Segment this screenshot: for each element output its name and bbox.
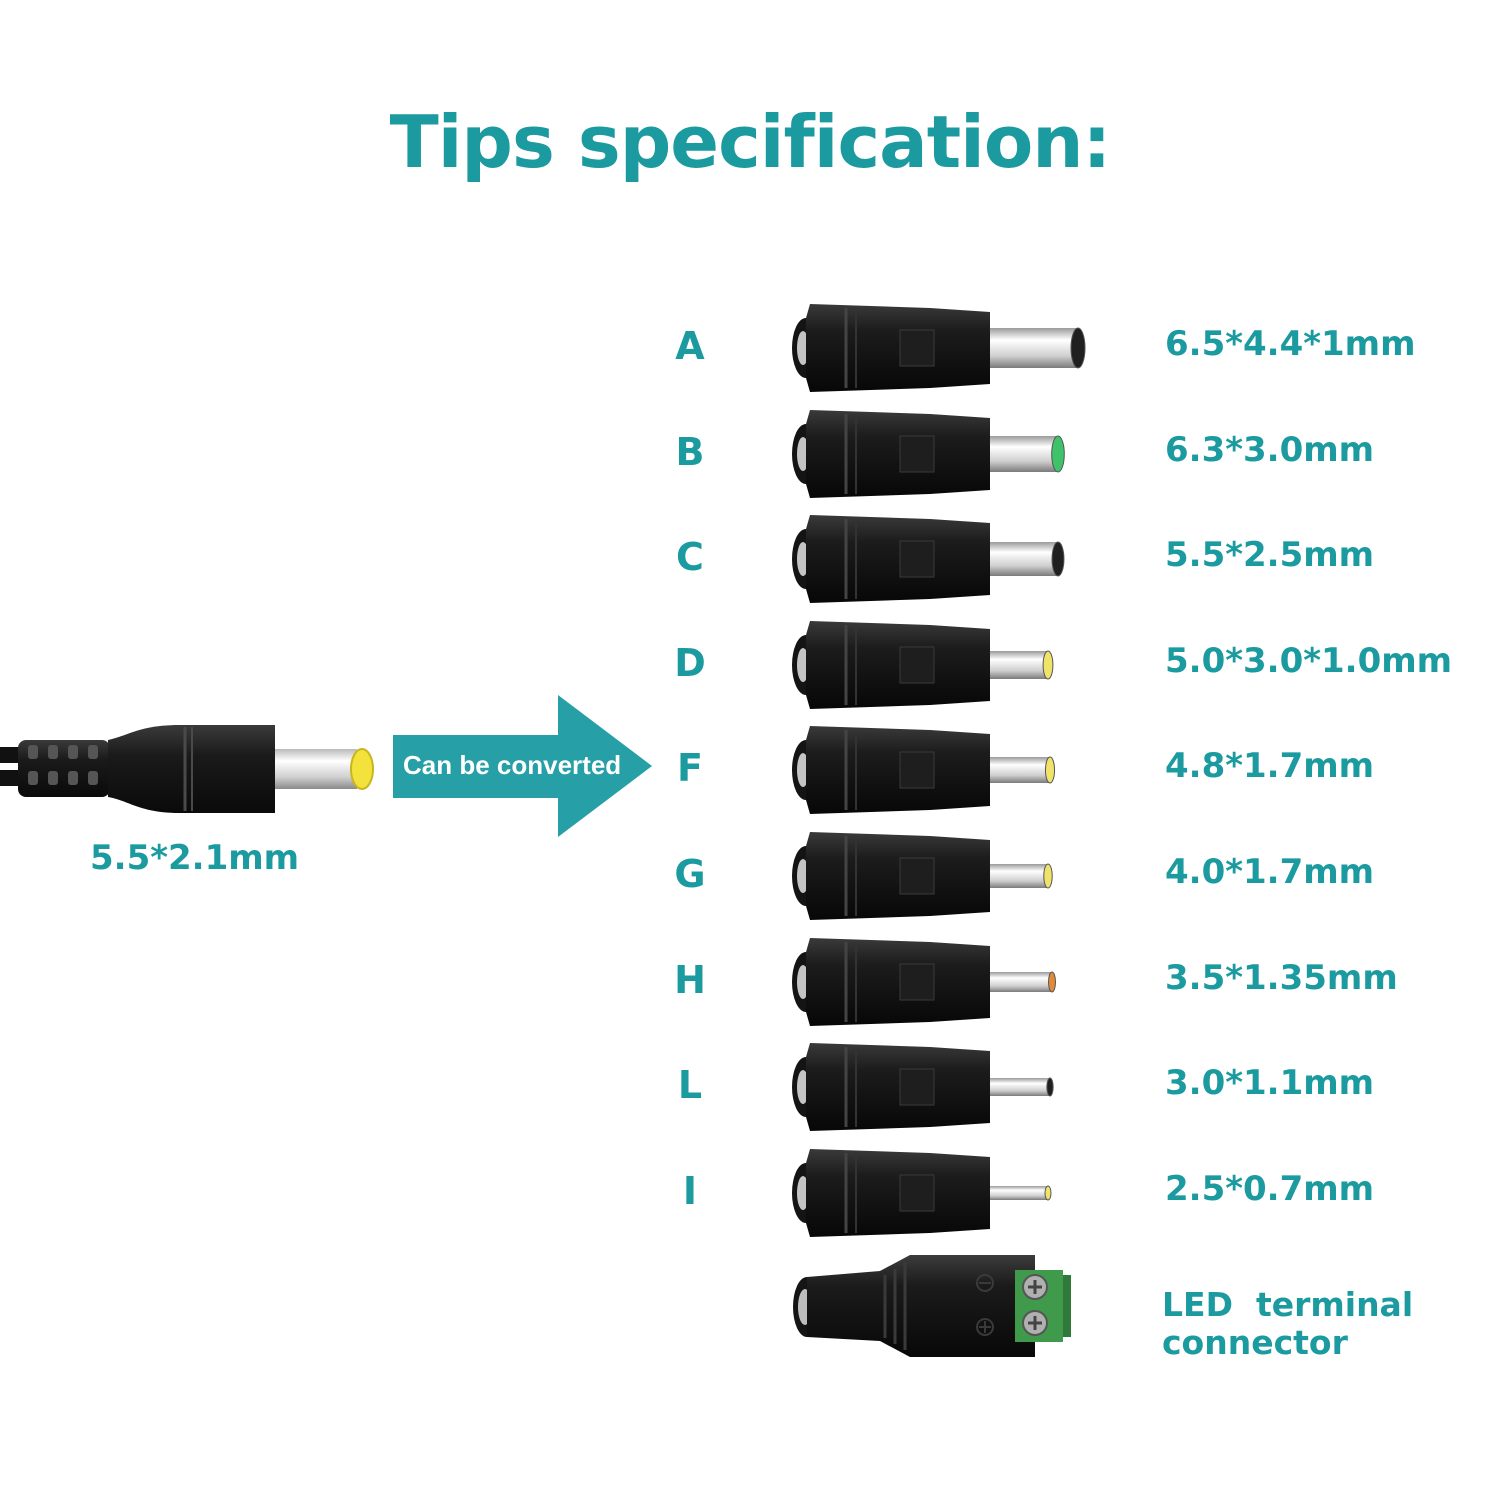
tip-letter-i: I	[682, 1168, 698, 1213]
source-plug-spec: 5.5*2.1mm	[90, 838, 300, 878]
tip-spec-c: 5.5*2.5mm	[1165, 535, 1375, 576]
tip-letter-f: F	[677, 746, 703, 791]
tip-spec-g: 4.0*1.7mm	[1165, 852, 1375, 892]
tip-adapter-a	[792, 304, 1086, 392]
tip-adapter-d	[792, 620, 1054, 709]
tip-adapter-b	[792, 409, 1065, 498]
tip-adapter-g	[792, 832, 1053, 920]
tip-adapter-f	[792, 726, 1056, 815]
tip-spec-f: 4.8*1.7mm	[1165, 746, 1375, 787]
tip-letter-c: C	[676, 535, 704, 580]
tip-adapter-i	[792, 1148, 1052, 1237]
led-terminal-connector-image	[793, 1255, 1071, 1357]
tip-adapter-l	[792, 1043, 1054, 1132]
tip-adapter-h	[792, 937, 1056, 1026]
tip-letter-b: B	[675, 429, 705, 474]
tip-letter-g: G	[674, 852, 706, 896]
tip-letter-a: A	[675, 324, 705, 368]
tip-spec-l: 3.0*1.1mm	[1165, 1063, 1375, 1104]
tip-letter-h: H	[674, 957, 706, 1002]
tip-spec-h: 3.5*1.35mm	[1165, 957, 1398, 998]
convert-arrow-label: Can be converted	[403, 750, 622, 780]
page-title: Tips specification:	[389, 100, 1112, 184]
source-plug-image	[0, 725, 374, 813]
tip-letter-d: D	[674, 640, 706, 685]
led-terminal-connector-label: LED terminal connector	[1162, 1285, 1414, 1362]
convert-arrow	[393, 695, 652, 837]
tip-adapter-c	[792, 515, 1065, 604]
tip-spec-i: 2.5*0.7mm	[1165, 1168, 1375, 1209]
tip-spec-d: 5.0*3.0*1.0mm	[1165, 640, 1453, 681]
tip-spec-b: 6.3*3.0mm	[1165, 429, 1375, 470]
tip-spec-a: 6.5*4.4*1mm	[1165, 324, 1416, 364]
tip-letter-l: L	[677, 1063, 703, 1108]
